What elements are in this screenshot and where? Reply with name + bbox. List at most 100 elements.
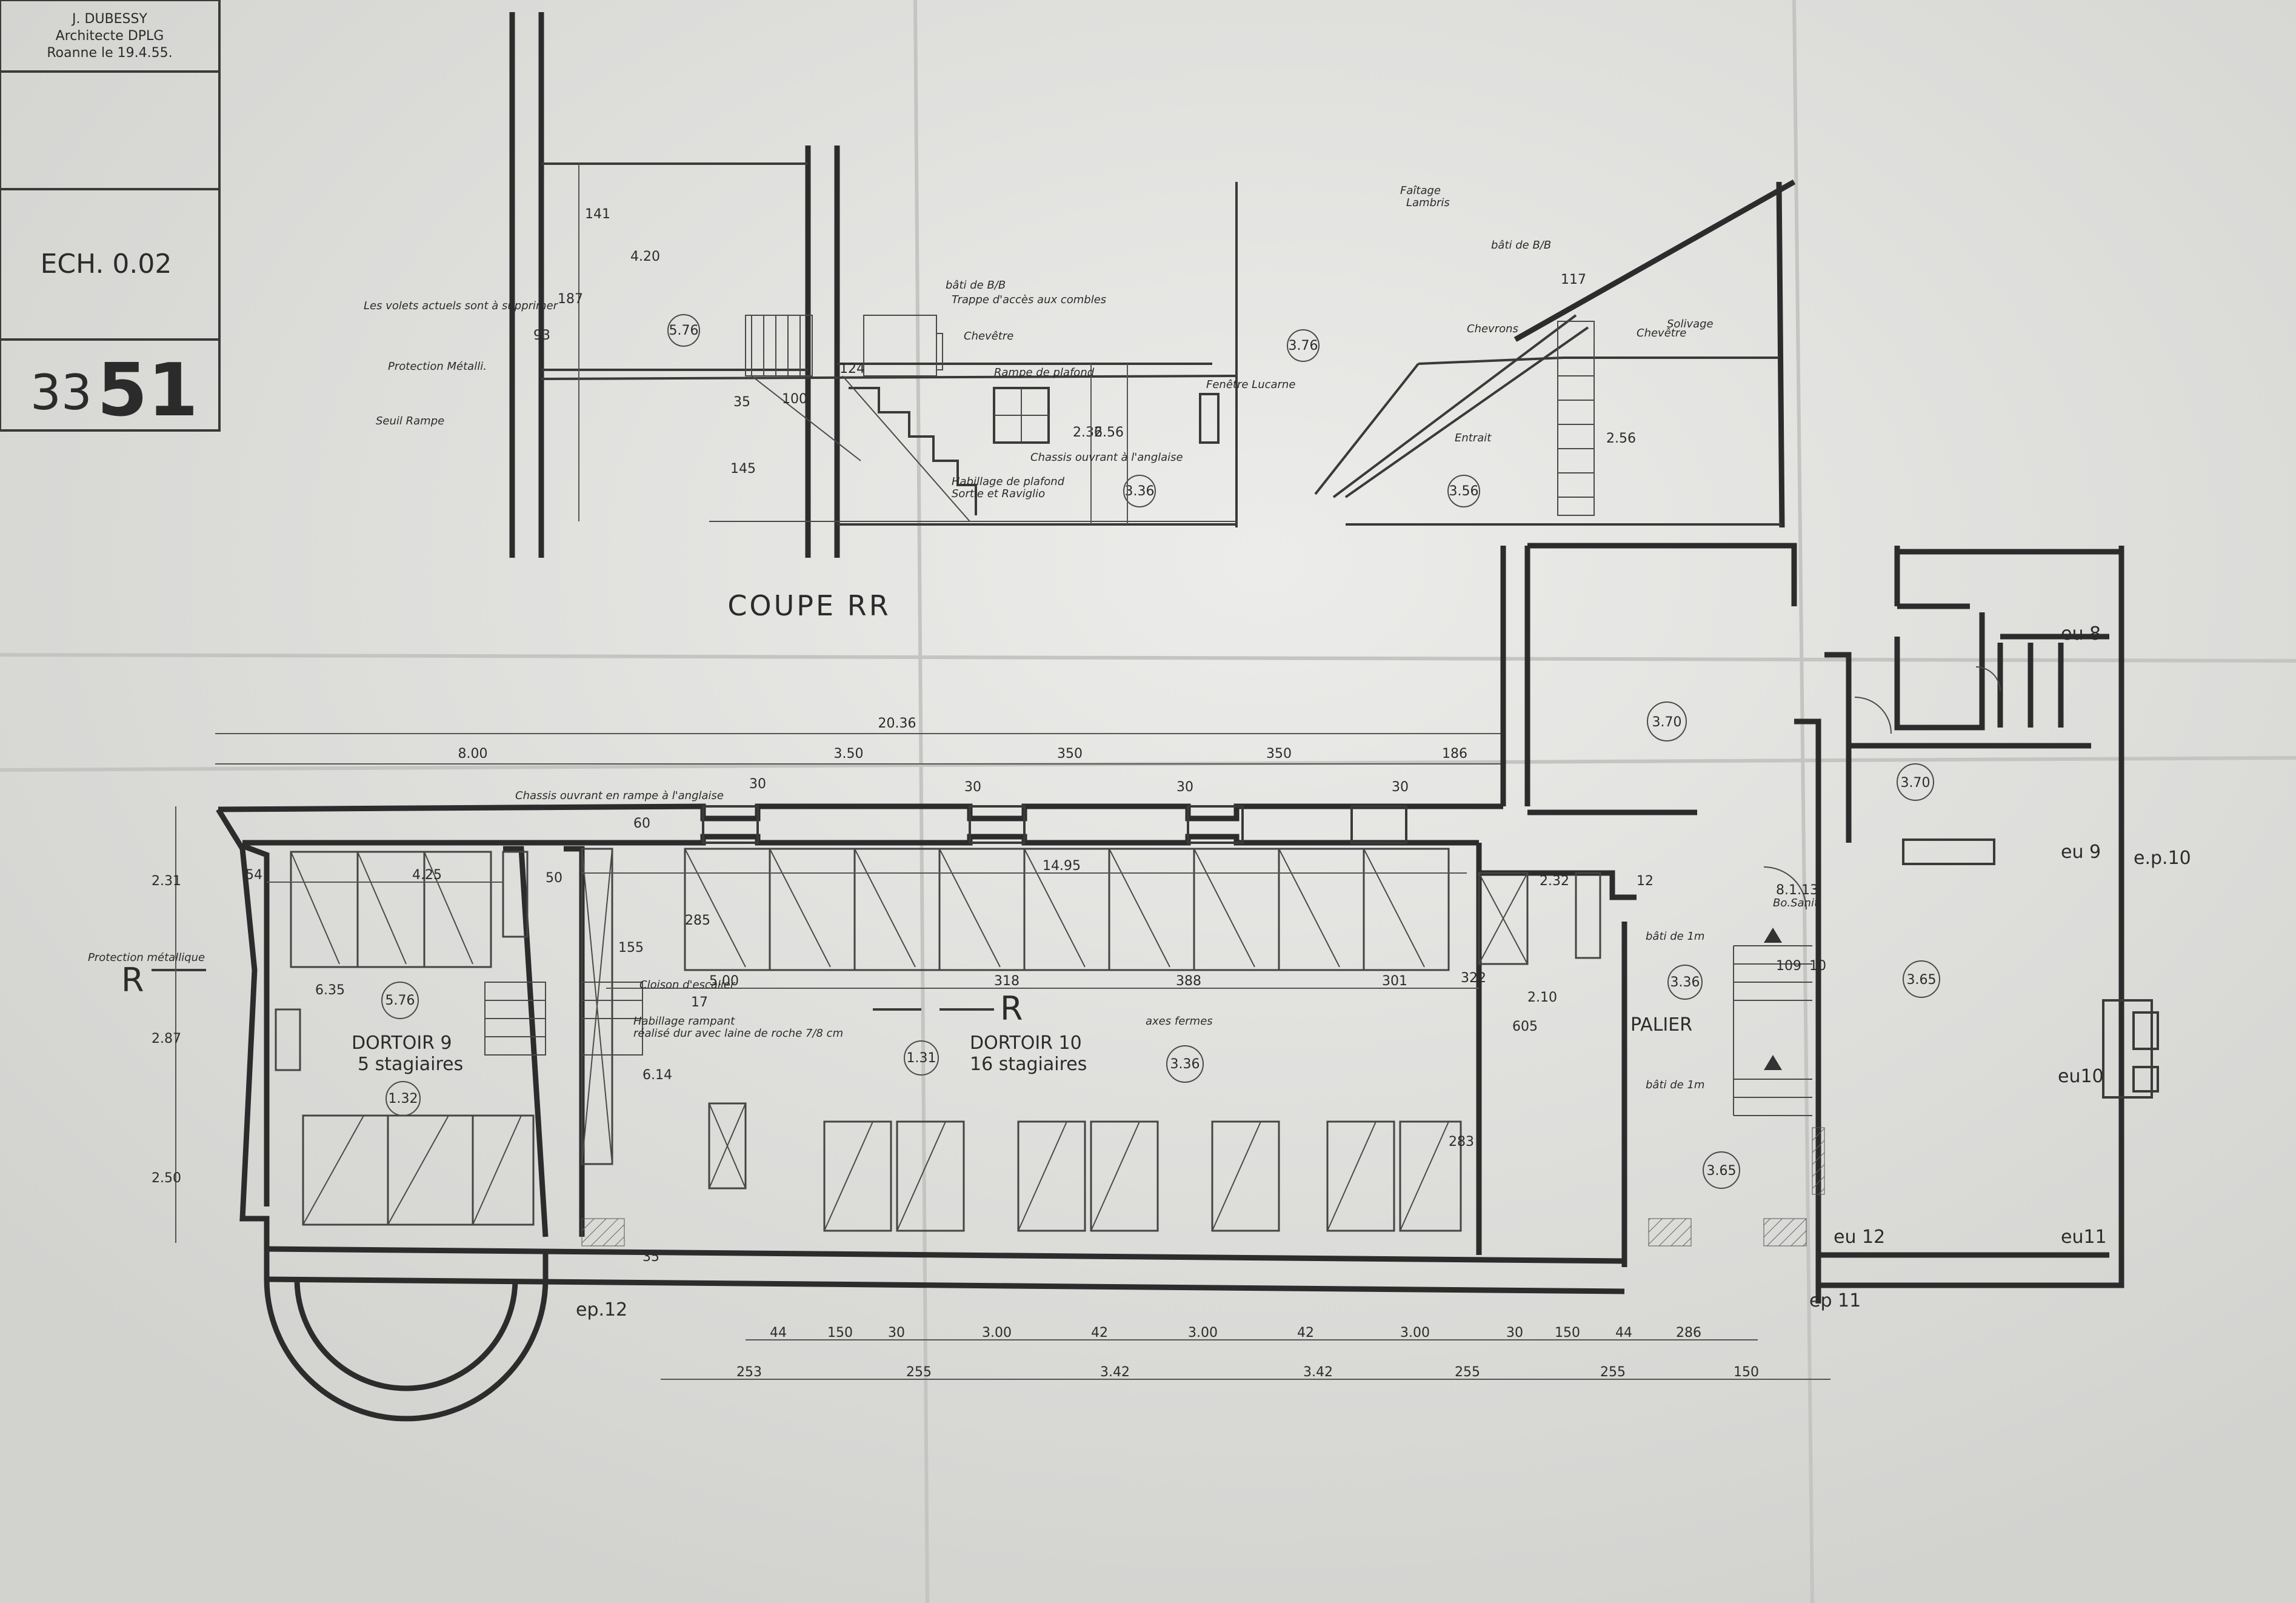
dim-186: 186 — [1442, 746, 1467, 761]
section-dim-117: 117 — [1561, 272, 1586, 287]
section-dim-236: 2.36 — [1073, 425, 1103, 440]
bottom-dim-r1-10: 44 — [1615, 1325, 1632, 1340]
palier-level: 3.36 — [1670, 975, 1700, 990]
dortoir9-capacity: 5 stagiaires — [358, 1054, 463, 1075]
dim-left-231: 2.31 — [152, 874, 181, 889]
note-lambris: Lambris — [1406, 196, 1450, 209]
dortoir10-height: 1.31 — [907, 1051, 936, 1066]
dortoir10-name: DORTOIR 10 — [970, 1032, 1082, 1054]
bottom-dim-r1-11: 286 — [1676, 1325, 1701, 1340]
dim-285: 285 — [685, 913, 710, 928]
architect-title: Architecte DPLG — [56, 28, 164, 44]
palier-name: PALIER — [1630, 1014, 1692, 1036]
note-chevetre: Chevêtre — [964, 330, 1013, 343]
section-dim-35: 35 — [733, 395, 750, 410]
bottom-dim-r1-1: 150 — [827, 1325, 853, 1340]
dim-283: 283 — [1449, 1134, 1474, 1150]
bottom-dim-r2-3: 3.42 — [1303, 1365, 1333, 1380]
bottom-dims-row2: 253 255 3.42 3.42 255 255 150 — [736, 1365, 1759, 1380]
note-chevron: Chevrons — [1467, 323, 1518, 335]
note-habillage: Habillage rampant — [633, 1015, 735, 1028]
dim-318: 318 — [994, 974, 1020, 989]
note-ep10: Bo.Sanit. — [1773, 897, 1822, 909]
note-ban-bb2: bâti de B/B — [1491, 239, 1551, 252]
dim-35b: 35 — [642, 1250, 659, 1265]
note-chassis: Chassis ouvrant à l'anglaise — [1030, 451, 1183, 464]
dim-109: 109 — [1776, 959, 1801, 974]
dim-350b: 350 — [1057, 746, 1083, 761]
note-faitage: Faîtage — [1400, 184, 1441, 197]
dim-left-250: 2.50 — [152, 1171, 181, 1186]
sheet-prefix: 33 — [30, 364, 92, 421]
dim-1495: 14.95 — [1043, 858, 1081, 874]
tag-eu8: eu 8 — [2061, 623, 2101, 644]
dim-10: 10 — [1809, 959, 1826, 974]
note-ban-bb: bâti de B/B — [946, 279, 1006, 292]
bottom-dim-r2-5: 255 — [1600, 1365, 1626, 1380]
dim-30b: 30 — [964, 780, 981, 795]
dim-54: 54 — [245, 868, 262, 883]
note-solivage: Solivage — [1667, 318, 1714, 330]
note-habillage2: réalisé dur avec laine de roche 7/8 cm — [633, 1027, 843, 1040]
bottom-dim-r2-1: 255 — [906, 1365, 932, 1380]
note-seuil: Seuil Rampe — [376, 415, 444, 427]
dim-425: 4.25 — [412, 868, 442, 883]
tag-ep11: ep 11 — [1809, 1290, 1861, 1311]
room-level-370b: 3.70 — [1901, 775, 1931, 791]
dim-30d: 30 — [1392, 780, 1409, 795]
note-chevetre2: Chevêtre — [1637, 327, 1686, 340]
tag-eu9: eu 9 — [2061, 842, 2101, 863]
room-level-365b: 3.65 — [1707, 1163, 1737, 1179]
section-title: COUPE RR — [727, 589, 890, 622]
section-dim-187: 187 — [558, 292, 583, 307]
dim-350a: 3.50 — [834, 746, 864, 761]
bottom-dim-r1-4: 42 — [1091, 1325, 1108, 1340]
note-trappe: Trappe d'accès aux combles — [952, 293, 1106, 306]
place-date: Roanne le 19.4.55. — [47, 45, 172, 61]
note-lucarne: Fenêtre Lucarne — [1206, 378, 1295, 391]
section-dim-100: 100 — [782, 392, 807, 407]
section-dim-420: 4.20 — [630, 249, 660, 264]
dim-301: 301 — [1382, 974, 1407, 989]
dim-30c: 30 — [1176, 780, 1193, 795]
dortoir10-level: 3.36 — [1170, 1057, 1200, 1072]
tag-eu10: eu10 — [2058, 1066, 2104, 1087]
dortoir9-name: DORTOIR 9 — [352, 1032, 452, 1054]
section-level-4: 3.56 — [1449, 484, 1479, 499]
bottom-dim-r1-9: 150 — [1555, 1325, 1580, 1340]
dim-50: 50 — [546, 871, 562, 886]
section-level-3: 3.76 — [1289, 338, 1318, 353]
note-protection-plan: Protection métallique — [88, 951, 205, 964]
scale-label: ECH. 0.02 — [41, 249, 172, 279]
section-drawing: 5.76 3.36 3.76 3.56 141 187 93 35 145 12… — [364, 12, 1796, 622]
dim-left-287: 2.87 — [152, 1031, 181, 1046]
room-level-370a: 3.70 — [1652, 715, 1682, 730]
dim-388: 388 — [1176, 974, 1201, 989]
room-level-365a: 3.65 — [1907, 972, 1937, 988]
note-bois-1: bâti de 1m — [1646, 930, 1704, 943]
dim-232: 2.32 — [1540, 874, 1569, 889]
bottom-dim-r1-2: 30 — [888, 1325, 905, 1340]
architect-name: J. DUBESSY — [71, 12, 147, 27]
note-sortie: Sortie et Raviglio — [952, 487, 1045, 500]
beds-top-row — [684, 848, 1450, 971]
note-entrait: Entrait — [1455, 432, 1492, 444]
dim-60: 60 — [633, 816, 650, 831]
section-mark-mid: R — [1000, 989, 1023, 1028]
note-rampe: Rampe de plafond — [994, 366, 1095, 379]
note-supprimer: Les volets actuels sont à supprimer — [364, 300, 559, 312]
dim-635: 6.35 — [315, 983, 345, 998]
bottom-dim-r1-5: 3.00 — [1188, 1325, 1218, 1340]
dortoir9-level: 5.76 — [385, 993, 415, 1008]
section-mark-left: R — [121, 961, 144, 999]
bottom-dim-r2-2: 3.42 — [1100, 1365, 1130, 1380]
tag-eu11: eu11 — [2061, 1227, 2107, 1248]
dim-210: 2.10 — [1527, 990, 1557, 1005]
dim-800: 8.00 — [458, 746, 488, 761]
note-protection: Protection Métalli. — [388, 360, 487, 373]
dortoir9-height: 1.32 — [389, 1091, 418, 1106]
palier-stair — [1733, 928, 1812, 1116]
bottom-dim-r1-7: 3.00 — [1400, 1325, 1430, 1340]
